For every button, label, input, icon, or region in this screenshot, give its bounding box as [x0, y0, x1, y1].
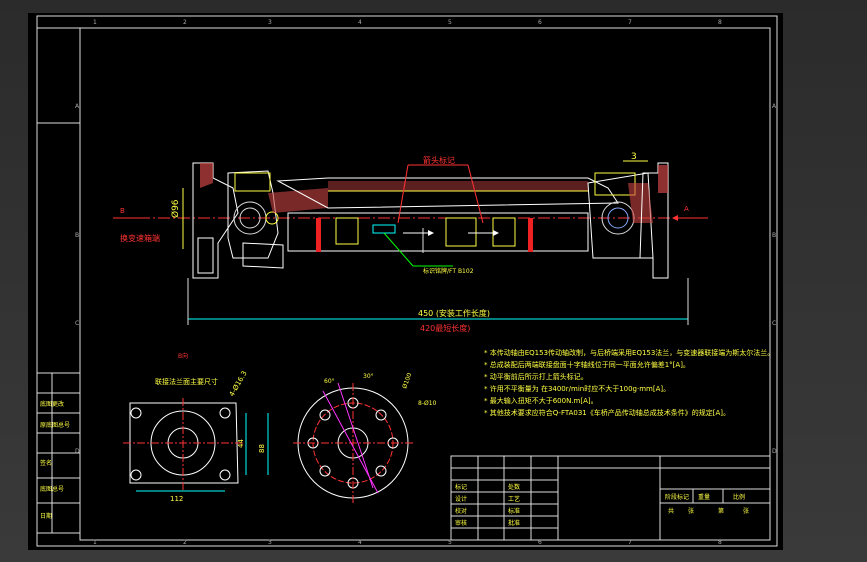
- svg-text:D: D: [772, 448, 777, 455]
- svg-text:4: 4: [358, 19, 362, 26]
- drawing-canvas: 1 2 3 4 5 6 7 8 1 2 3 4 5 6 7 8 A B: [36, 15, 778, 547]
- grid-numbers-top: 1 2 3 4 5 6 7 8: [93, 19, 722, 26]
- svg-text:B: B: [772, 232, 776, 239]
- left-block-cell: 原底图总号: [40, 421, 70, 429]
- title-cell: 校对: [455, 507, 467, 515]
- round-flange-view: 60° 30° Ø100 8-Ø10: [293, 372, 437, 503]
- svg-text:3: 3: [268, 539, 272, 546]
- title-cell: 比例: [733, 493, 745, 501]
- dim-112-label: 112: [170, 495, 183, 503]
- svg-text:1: 1: [93, 19, 97, 26]
- title-cell: 重量: [698, 493, 710, 501]
- svg-text:8: 8: [718, 539, 722, 546]
- dim-3-label: 3: [631, 152, 637, 162]
- outer-border: [36, 15, 778, 547]
- drive-shaft-drawing: [138, 162, 708, 279]
- svg-text:1: 1: [93, 539, 97, 546]
- svg-text:B: B: [75, 232, 79, 239]
- length-450-label: 450 (安装工作长度): [418, 308, 490, 318]
- note-line: * 总成装配后两端联接盘面十字轴线位于同一平面允许偏差1°[A]。: [484, 360, 690, 369]
- title-cell: 处数: [508, 483, 520, 491]
- note-line: * 本传动轴由EQ153传动轴改制，与后桥端采用EQ153法兰，与变速器联接端为…: [484, 348, 774, 357]
- title-cell: 张: [743, 507, 749, 515]
- title-cell: 标记: [455, 483, 467, 491]
- grid-numbers-bottom: 1 2 3 4 5 6 7 8: [93, 539, 722, 546]
- length-420-label: 420最短长度): [420, 323, 470, 333]
- title-cell: 阶段标记: [665, 493, 689, 501]
- left-revision-block: 底图更改 原底图总号 签名 底图总号 日期: [36, 27, 81, 534]
- inner-border: [79, 27, 771, 541]
- note-line: * 最大输入扭矩不大于600N.m[A]。: [484, 396, 598, 405]
- view-b-label: B向: [178, 352, 188, 360]
- flange-view-title: 联接法兰面主要尺寸: [155, 377, 218, 386]
- svg-text:7: 7: [628, 19, 632, 26]
- arrow-mark-label: 箭头标记: [423, 155, 455, 165]
- svg-text:6: 6: [538, 539, 542, 546]
- change-end-label: 换变速箱端: [120, 233, 160, 243]
- grid-letters-right: A B C D: [772, 103, 777, 455]
- left-block-cell: 日期: [40, 512, 52, 520]
- circle-holes-label: 8-Ø10: [418, 400, 437, 407]
- svg-text:7: 7: [628, 539, 632, 546]
- circle-dia-label: Ø100: [401, 372, 413, 390]
- left-block-cell: 底图更改: [40, 400, 64, 408]
- drawing-viewport[interactable]: 1 2 3 4 5 6 7 8 1 2 3 4 5 6 7 8 A B: [28, 13, 783, 550]
- note-line: * 动平衡前后所示打上箭头标记。: [484, 372, 588, 381]
- left-block-cell: 底图总号: [40, 485, 64, 493]
- nameplate-label: 标识铭牌/FT B102: [423, 267, 474, 275]
- b-view-label: B: [120, 207, 125, 215]
- a-view-label: A: [684, 205, 689, 213]
- note-line: * 其他技术要求应符合Q-FTA031《车桥产品传动轴总成技术条件》的规定[A]…: [484, 408, 730, 417]
- svg-text:A: A: [75, 103, 80, 110]
- flange-face-view: 联接法兰面主要尺寸 4-Ø16.3 44 88 112 B向: [123, 352, 269, 503]
- left-block-cell: 签名: [40, 459, 52, 467]
- svg-text:2: 2: [183, 19, 187, 26]
- svg-text:C: C: [772, 320, 776, 327]
- shaft-annotations: 箭头标记 3 Ø96 B 换变速箱端 A 标识铭牌/FT B102: [113, 152, 708, 333]
- dim-88-label: 88: [258, 444, 266, 453]
- svg-text:4: 4: [358, 539, 362, 546]
- title-cell: 批准: [508, 519, 520, 527]
- grid-letters-left: A B C D: [75, 103, 80, 455]
- svg-text:A: A: [772, 103, 777, 110]
- svg-text:5: 5: [448, 539, 452, 546]
- technical-notes: * 本传动轴由EQ153传动轴改制，与后桥端采用EQ153法兰，与变速器联接端为…: [484, 348, 774, 417]
- svg-text:2: 2: [183, 539, 187, 546]
- svg-text:D: D: [75, 448, 80, 455]
- svg-text:6: 6: [538, 19, 542, 26]
- svg-text:8: 8: [718, 19, 722, 26]
- title-cell: 共: [668, 507, 674, 515]
- title-cell: 第: [718, 507, 724, 515]
- dim-44-label: 44: [237, 439, 245, 448]
- title-cell: 审核: [455, 519, 467, 527]
- circle-angle-1: 60°: [324, 378, 335, 385]
- title-cell: 张: [688, 507, 694, 515]
- svg-text:C: C: [75, 320, 79, 327]
- svg-text:3: 3: [268, 19, 272, 26]
- svg-text:5: 5: [448, 19, 452, 26]
- title-cell: 工艺: [508, 495, 520, 503]
- title-cell: 标准: [508, 507, 520, 515]
- title-cell: 设计: [455, 495, 467, 503]
- note-line: * 许用不平衡量为 在3400r/min时应不大于100g·mm[A]。: [484, 384, 670, 393]
- circle-angle-2: 30°: [363, 373, 374, 380]
- dim-a-label: 4-Ø16.3: [228, 370, 249, 398]
- title-block: 标记 设计 校对 审核 处数 工艺 标准 批准 阶段标记 重量 比例 共 张 第…: [450, 455, 771, 541]
- diameter-label: Ø96: [170, 199, 181, 218]
